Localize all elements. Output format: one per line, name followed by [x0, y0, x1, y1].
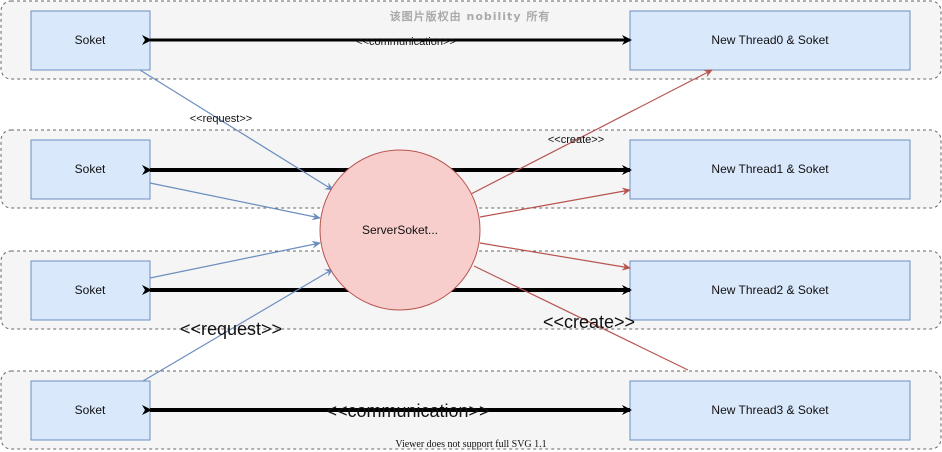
thread-label-3: New Thread3 & Soket	[711, 403, 829, 417]
watermark-text: 该图片版权由 nobility 所有	[390, 9, 551, 23]
comm-label-small: <<communication>>	[356, 36, 456, 48]
create-arrow-0	[470, 69, 713, 195]
thread-label-0: New Thread0 & Soket	[711, 33, 829, 47]
client-label-3: Soket	[75, 403, 106, 417]
client-box-2[interactable]	[30, 260, 151, 321]
create-arrow-1	[479, 187, 631, 218]
request-arrow-2	[149, 240, 321, 279]
server-socket-label: ServerSoket...	[362, 223, 438, 237]
client-label-0: Soket	[75, 33, 106, 47]
create-label-large: <<create>>	[543, 312, 635, 332]
client-label-1: Soket	[75, 162, 106, 176]
request-arrow-1	[149, 182, 321, 221]
thread-box-0[interactable]	[629, 10, 911, 71]
client-box-3[interactable]	[30, 380, 151, 441]
create-arrow-2	[479, 242, 631, 271]
svg-footer-note: Viewer does not support full SVG 1.1	[395, 439, 546, 450]
client-box-1[interactable]	[30, 139, 151, 200]
request-label-small: <<request>>	[190, 113, 252, 125]
thread-label-1: New Thread1 & Soket	[711, 162, 829, 176]
thread-box-2[interactable]	[629, 260, 911, 321]
create-arrow-3	[473, 265, 689, 371]
request-label-large: <<request>>	[180, 319, 282, 339]
request-arrow-0	[139, 69, 334, 191]
request-arrow-3	[142, 268, 334, 382]
client-label-2: Soket	[75, 283, 106, 297]
thread-box-1[interactable]	[629, 139, 911, 200]
thread-box-3[interactable]	[629, 380, 911, 441]
server-socket-node[interactable]	[319, 149, 481, 311]
thread-label-2: New Thread2 & Soket	[711, 283, 829, 297]
comm-label-large: <<communication>>	[326, 401, 489, 421]
create-label-small: <<create>>	[548, 134, 604, 146]
